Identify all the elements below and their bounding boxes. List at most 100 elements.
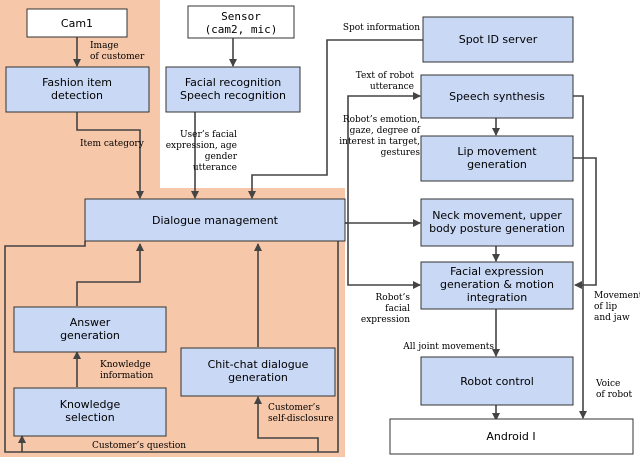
facial-expr-line-1: Facial expression [450,265,544,278]
facial-expr-line-3: integration [467,291,527,304]
robots-emotion-line-4: gestures [381,148,421,158]
knowledge-line-2: selection [65,411,114,424]
text-of-robot-line-1: Text of robot [356,71,415,81]
spot-id-server-box: Spot ID server [422,16,574,63]
dialogue-line-1: Dialogue management [152,214,279,227]
android-line-1: Android I [486,430,535,443]
sensor-line-2: (cam2, mic) [205,23,278,36]
text-of-robot-line-2: utterance [370,82,414,92]
arrow-speech-to-android [573,95,587,419]
image-of-customer-line-2: of customer [90,52,145,62]
robots-emotion-line-1: Robot’s emotion, [343,115,420,125]
robot-control-box: Robot control [420,356,574,406]
arrow-dialogue-to-facial [347,223,421,289]
movements-lip-line-3: and jaw [594,313,630,323]
movements-lip-line-2: of lip [594,302,617,312]
cam1-label: Cam1 [61,17,93,30]
neck-line-2: body posture generation [429,222,565,235]
dialogue-management-label: Dialogue management [152,214,279,227]
fashion-line-1: Fashion item [42,76,112,89]
spot-information-line-1: Spot information [343,23,420,33]
robots-emotion-line-3: interest in target, [339,137,420,147]
facial-speech-line-1: Facial recognition [185,76,281,89]
annotation-spot-information: Spot information [343,23,420,33]
chitchat-line-2: generation [228,371,288,384]
knowledge-line-1: Knowledge [60,398,121,411]
dialogue-management-box: Dialogue management [84,198,346,242]
voice-of-robot-line-1: Voice [595,379,620,389]
image-of-customer-line-1: Image [90,41,119,51]
users-facial-line-1: User’s facial [180,130,237,140]
chitchat-line-1: Chit-chat dialogue [208,358,309,371]
customers-self-line-1: Customer’s [268,403,320,413]
sensor-label: Sensor(cam2, mic) [205,10,278,36]
users-facial-line-3: gender [205,152,238,162]
robots-facial-line-2: facial [385,304,410,314]
robot-control-label: Robot control [460,375,534,388]
fashion-line-2: detection [51,89,103,102]
annotation-customers-question: Customer’s question [92,441,186,451]
arrow-answer-to-dialogue [76,243,144,306]
arrow-spot-server-to-dialogue [248,39,423,199]
arrow-lip-to-facial [573,157,597,289]
movements-lip-line-1: Movements [594,291,640,301]
knowledge-information-line-2: information [100,371,154,381]
annotation-item-category: Item category [80,139,145,149]
customers-self-line-2: self-disclosure [268,414,334,424]
users-facial-line-2: expression, age [166,141,237,151]
facial-speech-line-2: Speech recognition [180,89,286,102]
spot-server-line-1: Spot ID server [459,33,538,46]
arrow-dialogue-to-speech [345,92,421,224]
lip-line-1: Lip movement [457,145,537,158]
answer-line-2: generation [60,329,120,342]
robot-control-line-1: Robot control [460,375,534,388]
speech-synth-line-1: Speech synthesis [449,90,545,103]
voice-of-robot-line-2: of robot [596,390,633,400]
item-category-line-1: Item category [80,139,145,149]
cam1-box: Cam1 [26,8,128,38]
arrow-fashion-to-dialogue [76,112,144,199]
sensor-line-1: Sensor [221,10,261,23]
customers-question-line-1: Customer’s question [92,441,186,451]
all-joint-line-1: All joint movements [402,342,494,352]
annotation-all-joint: All joint movements [402,342,494,352]
arrow-loop-to-chitchat [254,396,319,452]
speech-synthesis-box: Speech synthesis [420,74,574,119]
android-box: Android I [389,418,634,455]
android-label: Android I [486,430,535,443]
annotation-robots-emotion: Robot’s emotion,gaze, degree ofinterest … [339,115,420,158]
speech-synthesis-label: Speech synthesis [449,90,545,103]
facial-expr-line-2: generation & motion [440,278,554,291]
users-facial-line-4: utterance [193,163,237,173]
knowledge-information-line-1: Knowledge [100,360,151,370]
lip-line-2: generation [467,158,527,171]
neck-line-1: Neck movement, upper [432,209,562,222]
answer-line-1: Answer [70,316,111,329]
sensor-box: Sensor(cam2, mic) [187,5,295,39]
